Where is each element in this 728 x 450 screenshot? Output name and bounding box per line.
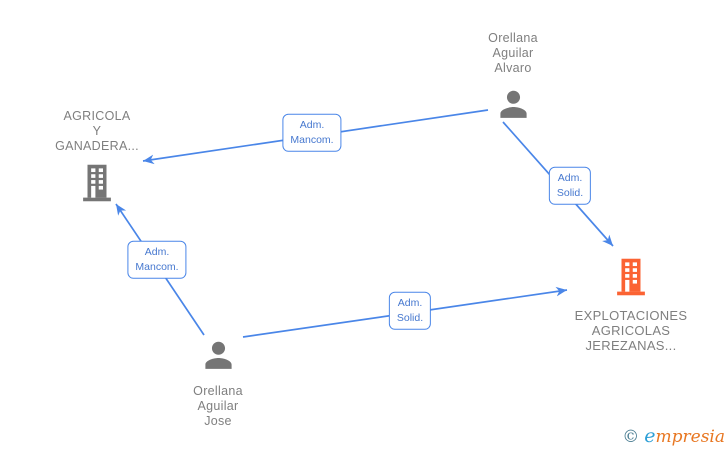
building-icon-highlighted — [617, 258, 645, 296]
edge-label-adm-solid-right: Adm. Solid. — [548, 166, 592, 206]
node-explotaciones-agricolas-jerezanas[interactable]: EXPLOTACIONES AGRICOLAS JEREZANAS... — [556, 257, 706, 353]
edge-label-adm-solid-bottom: Adm. Solid. — [388, 291, 432, 331]
logo-text: mpresia — [655, 427, 726, 447]
node-label: EXPLOTACIONES AGRICOLAS JEREZANAS... — [574, 308, 688, 353]
node-orellana-aguilar-jose[interactable]: Orellana Aguilar Jose — [143, 336, 293, 429]
node-orellana-aguilar-alvaro[interactable]: Orellana Aguilar Alvaro — [438, 31, 588, 127]
node-agricola-y-ganadera[interactable]: AGRICOLA Y GANADERA... — [22, 109, 172, 208]
node-label: AGRICOLA Y GANADERA... — [55, 109, 139, 153]
building-icon — [83, 164, 111, 202]
edge-label-adm-mancom-left: Adm. Mancom. — [127, 240, 187, 280]
person-icon — [499, 90, 527, 118]
person-icon — [204, 341, 232, 369]
copyright-icon: © — [622, 427, 640, 447]
node-label: Orellana Aguilar Alvaro — [488, 31, 538, 75]
empresia-logo[interactable]: ©empresia — [622, 426, 725, 447]
edge-label-adm-mancom-top: Adm. Mancom. — [282, 113, 342, 153]
node-label: Orellana Aguilar Jose — [193, 384, 243, 428]
logo-letter: e — [644, 425, 656, 447]
